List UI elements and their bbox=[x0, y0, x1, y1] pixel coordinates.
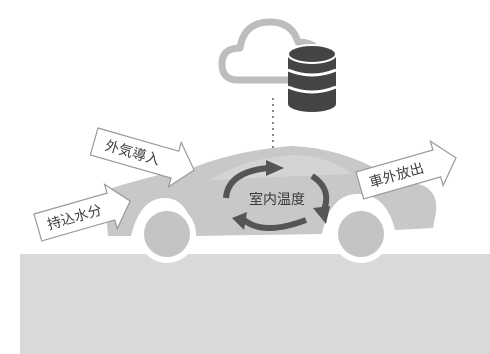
circulation-arrow-top bbox=[223, 165, 269, 199]
ground bbox=[20, 254, 490, 354]
database-top bbox=[288, 45, 336, 63]
database-band-1 bbox=[287, 68, 337, 77]
database-top-ring bbox=[287, 44, 337, 64]
moisture-brought-in-arrow-shape bbox=[33, 183, 131, 242]
database-icon bbox=[287, 44, 337, 112]
database-bottom bbox=[288, 96, 336, 112]
circulation-arrow-bottom bbox=[242, 217, 308, 231]
circulation-arrowhead-bottom bbox=[232, 212, 247, 230]
car bbox=[105, 146, 437, 263]
circulation-arrowhead-top bbox=[266, 160, 284, 176]
outside-air-intake-arrow-shape bbox=[89, 127, 195, 189]
exhaust-out-arrow-shape bbox=[355, 139, 457, 200]
database-band-2 bbox=[287, 85, 337, 94]
rear-wheel-tire bbox=[144, 211, 190, 257]
moisture-brought-in-arrow: 持込水分 bbox=[33, 183, 131, 242]
front-wheel-tire bbox=[338, 211, 384, 257]
cabin-temperature-label: 室内温度 bbox=[249, 191, 305, 208]
circulation-arrowhead-right bbox=[313, 206, 330, 224]
circulation-arrows bbox=[223, 160, 330, 231]
car-body bbox=[105, 146, 437, 236]
